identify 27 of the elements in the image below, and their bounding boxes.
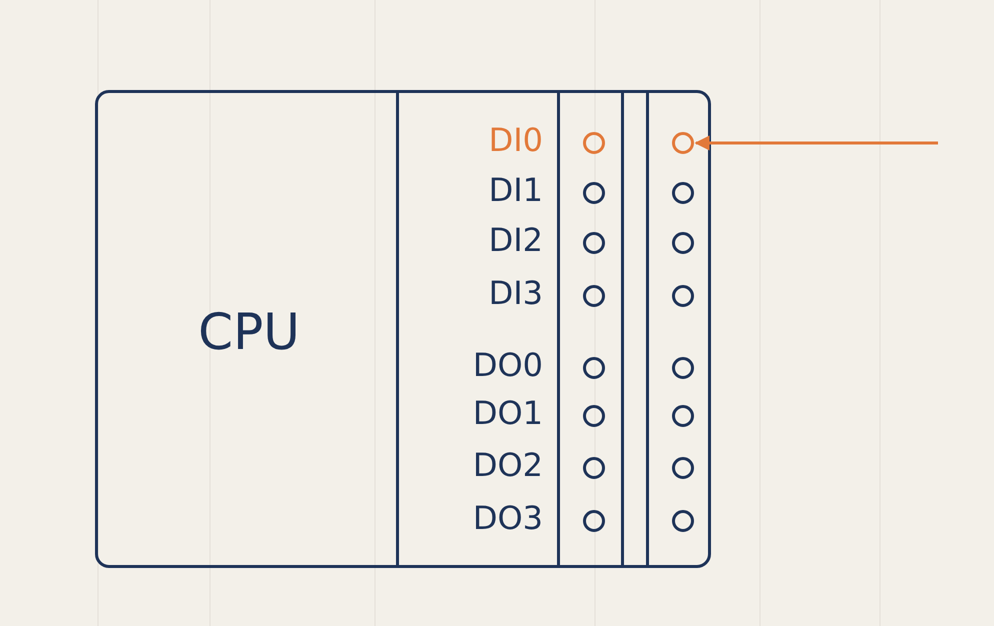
terminal-circle [672, 457, 694, 479]
terminal-circle [672, 405, 694, 427]
plc-module [95, 90, 711, 568]
terminal-circle [583, 182, 605, 204]
terminal-circle [583, 510, 605, 532]
terminal-circle [583, 232, 605, 254]
signal-label: DI0 [488, 120, 543, 160]
arrow [694, 136, 938, 150]
signal-label: DO2 [472, 445, 543, 485]
signal-label: DI1 [488, 170, 543, 210]
terminal-circle [583, 132, 605, 154]
signal-label: DO1 [472, 393, 543, 433]
terminal-circle [583, 285, 605, 307]
signal-label: DO0 [472, 345, 543, 385]
signal-label: DI3 [488, 273, 543, 313]
terminal-circle [672, 357, 694, 379]
terminal-circle [672, 232, 694, 254]
terminal-circle [583, 357, 605, 379]
terminal-circle [583, 457, 605, 479]
terminal-circle [583, 405, 605, 427]
terminal-circle [672, 510, 694, 532]
signal-label: DO3 [472, 498, 543, 538]
terminal-circle [672, 132, 694, 154]
signal-label: DI2 [488, 220, 543, 260]
cpu-label: CPU [198, 303, 300, 361]
terminal-circle [672, 285, 694, 307]
terminal-circle [672, 182, 694, 204]
